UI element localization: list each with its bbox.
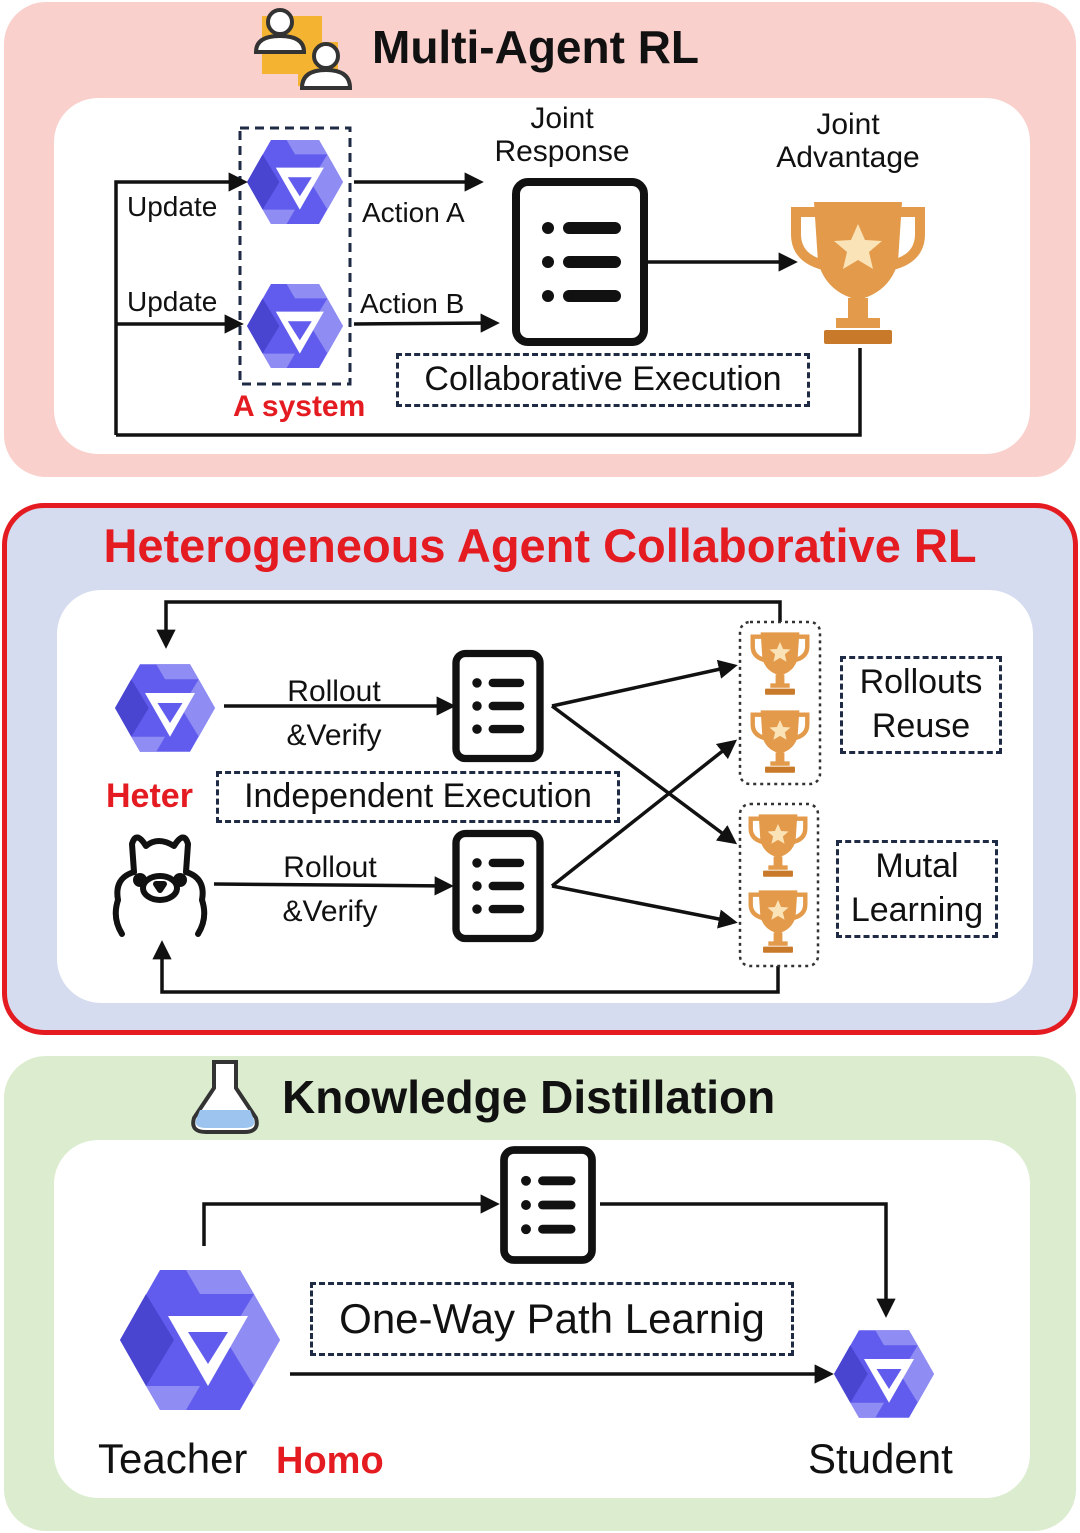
rollout-verify-top-label: Rollout &Verify bbox=[286, 675, 382, 752]
cross-arrow-1 bbox=[551, 659, 738, 708]
top-feedback-arrow bbox=[156, 600, 782, 649]
feedback-loop-line bbox=[116, 348, 862, 437]
rollouts-reuse-box: Rollouts Reuse bbox=[840, 656, 1002, 754]
llama-icon bbox=[112, 834, 208, 937]
homo-label: Homo bbox=[276, 1440, 384, 1482]
cross-arrow-3 bbox=[550, 739, 738, 888]
trophy-group-top bbox=[738, 620, 822, 786]
update-label-bottom: Update bbox=[127, 286, 218, 317]
cross-arrow-2 bbox=[550, 704, 738, 845]
system-dashed-box bbox=[238, 126, 352, 386]
mutual-learning-box: Mutal Learning bbox=[836, 840, 998, 938]
rollout-arrow-bottom bbox=[213, 876, 454, 896]
one-way-path-box: One-Way Path Learnig bbox=[310, 1282, 794, 1356]
heter-label: Heter bbox=[106, 777, 193, 815]
action-b-arrow bbox=[353, 313, 500, 333]
independent-execution-box: Independent Execution bbox=[216, 771, 620, 823]
teacher-to-doc-arrow bbox=[202, 1194, 500, 1246]
teacher-label: Teacher bbox=[98, 1435, 248, 1482]
a-system-label: A system bbox=[233, 390, 366, 423]
flask-icon bbox=[191, 1060, 259, 1134]
doc-to-student-arrow bbox=[600, 1202, 896, 1318]
knowledge-distillation-title: Knowledge Distillation bbox=[282, 1071, 776, 1123]
heterogeneous-title: Heterogeneous Agent Collaborative RL bbox=[103, 519, 977, 572]
bottom-feedback-arrow bbox=[152, 940, 780, 994]
update-arrow-top bbox=[114, 172, 248, 435]
trophy-group-bottom bbox=[738, 802, 820, 968]
joint-response-label: Joint Response bbox=[494, 102, 630, 168]
action-a-label: Action A bbox=[362, 197, 465, 228]
rollout-verify-bottom-label: Rollout &Verify bbox=[282, 851, 378, 928]
users-icon bbox=[253, 8, 353, 90]
cross-arrow-4 bbox=[551, 884, 738, 929]
joint-advantage-label: Joint Advantage bbox=[776, 108, 920, 174]
update-label-top: Update bbox=[127, 191, 218, 222]
action-b-label: Action B bbox=[360, 288, 465, 319]
collaborative-execution-box: Collaborative Execution bbox=[396, 353, 810, 407]
joint-response-document bbox=[512, 178, 648, 346]
multi-agent-title: Multi-Agent RL bbox=[372, 21, 700, 73]
student-label: Student bbox=[808, 1435, 953, 1482]
